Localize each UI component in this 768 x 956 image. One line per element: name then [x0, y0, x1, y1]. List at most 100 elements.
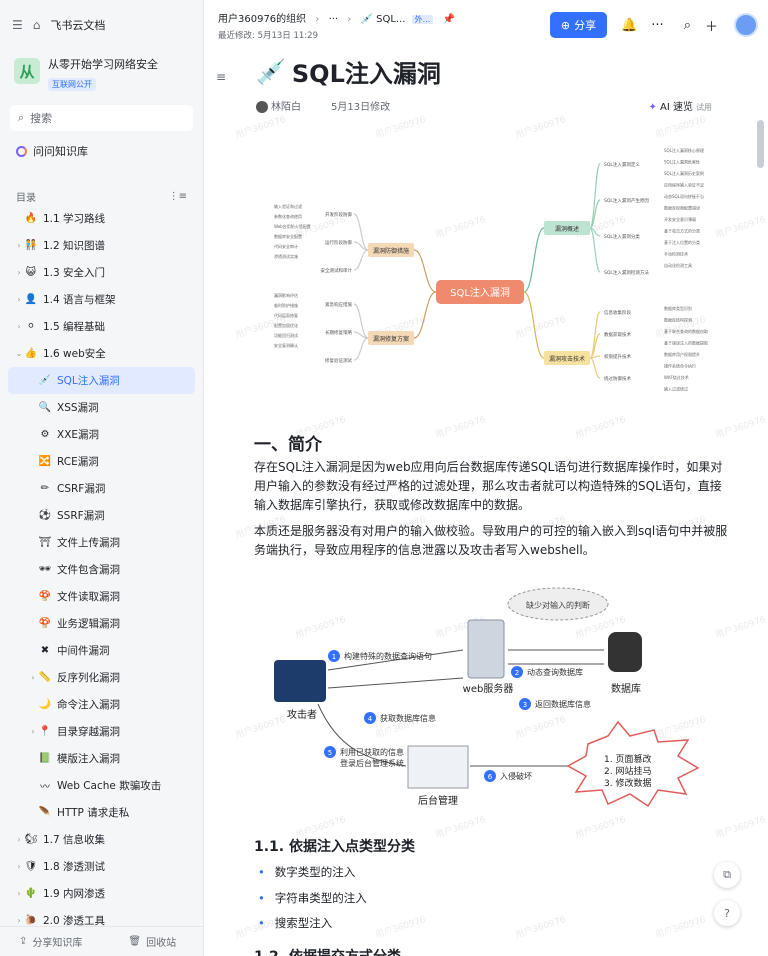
toc-item[interactable]: 🍄业务逻辑漏洞	[0, 610, 203, 637]
breadcrumb-doc[interactable]: SQL...	[376, 13, 406, 25]
mindmap-leaf: 应用程序输入验证不足	[664, 182, 704, 188]
caret-icon[interactable]: ›	[17, 241, 21, 250]
toc-item[interactable]: 🍄文件读取漏洞	[0, 583, 203, 610]
mindmap-branch-box	[544, 221, 590, 235]
bullet-item: 数字类型的注入	[258, 864, 356, 880]
add-icon[interactable]: ＋	[704, 19, 718, 35]
share-kb-button[interactable]: ⇪分享知识库	[0, 934, 102, 949]
collapse-sidebar-icon[interactable]: ☰	[12, 18, 23, 32]
toc-item[interactable]: ⚽SSRF漏洞	[0, 502, 203, 529]
bell-icon[interactable]: 🔔	[621, 17, 638, 33]
breadcrumb-more[interactable]: ···	[328, 13, 339, 25]
toc-item[interactable]: ›🧑‍🤝‍🧑1.2 知识图谱	[0, 232, 203, 259]
toc-item-icon: 🍄	[38, 618, 52, 629]
caret-icon[interactable]: ›	[31, 673, 35, 682]
toc-item-icon: 📏	[38, 672, 52, 683]
workspace-title: 从零开始学习网络安全	[48, 58, 158, 71]
caret-icon[interactable]: ›	[17, 889, 21, 898]
mindmap-branch-box	[544, 351, 590, 365]
toc-item[interactable]: ›🌵1.9 内网渗透	[0, 880, 203, 907]
mindmap-leaf: 动态SQL语句拼接不当	[664, 193, 704, 199]
toc-item[interactable]: 🔀RCE漏洞	[0, 448, 203, 475]
toc-item[interactable]: 🪶HTTP 请求走私	[0, 799, 203, 826]
outline-icon[interactable]: ≡	[216, 70, 227, 84]
bubble-text: 缺少对输入的判断	[526, 600, 590, 610]
toc-item-label: 1.3 安全入门	[43, 267, 106, 279]
toc-item[interactable]: 🕶文件包含漏洞	[0, 556, 203, 583]
author[interactable]: 林陌白	[256, 98, 301, 113]
mindmap-sub: SQL注入漏洞分类	[604, 233, 640, 240]
toc-item-icon: 🐿	[24, 834, 38, 845]
ask-knowledge-base-button[interactable]: 问问知识库	[0, 131, 203, 159]
ai-summary-button[interactable]: ✦ AI 速览试用	[648, 98, 712, 113]
workspace-info[interactable]: 从 从零开始学习网络安全 互联网公开	[0, 50, 203, 97]
mindmap-leaf: 基于攻击方式的分类	[664, 228, 700, 234]
caret-icon[interactable]: ›	[31, 727, 35, 736]
toc-item[interactable]: ✏CSRF漏洞	[0, 475, 203, 502]
caret-icon[interactable]: ›	[17, 862, 21, 871]
toc-item[interactable]: ›😺1.3 安全入门	[0, 259, 203, 286]
toc-item[interactable]: ›🐌 2.0 渗透工具	[0, 907, 203, 926]
topbar: 用户360976的组织 › ··· › 💉 SQL... 外... 📌 最近修改…	[204, 0, 768, 50]
help-icon[interactable]: ?	[714, 900, 740, 926]
mindmap-sub: 长期修复策略	[325, 329, 352, 336]
recycle-button[interactable]: 🗑回收站	[102, 934, 204, 949]
toc-item[interactable]: ✖中间件漏洞	[0, 637, 203, 664]
step-number-badge	[484, 770, 496, 782]
breadcrumb-org[interactable]: 用户360976的组织	[218, 13, 307, 25]
scrollbar[interactable]	[757, 120, 764, 168]
step-number-badge	[364, 712, 376, 724]
watermark-text: 用户360976	[514, 115, 568, 141]
mindmap-edge	[589, 357, 601, 379]
caret-icon[interactable]: ›	[17, 295, 21, 304]
toc-item[interactable]: ⛩文件上传漏洞	[0, 529, 203, 556]
caret-icon[interactable]: ⌄	[15, 349, 23, 358]
avatar[interactable]	[734, 13, 758, 37]
bullet-item: 搜索型注入	[258, 915, 333, 931]
ask-label: 问问知识库	[33, 145, 88, 158]
toc-item-icon: ⚪	[26, 321, 36, 332]
toc-item[interactable]: ⚙XXE漏洞	[0, 421, 203, 448]
database-image	[608, 632, 642, 672]
toc-item[interactable]: 🔥1.1 学习路线	[0, 205, 203, 232]
toc-item-label: 1.2 知识图谱	[43, 240, 106, 252]
toc-item[interactable]: 〰Web Cache 欺骗攻击	[0, 772, 203, 799]
search-icon: ⌕	[18, 111, 25, 124]
breadcrumb-sep: ›	[347, 13, 352, 25]
toc-item[interactable]: ›⚪1.5 编程基础	[0, 313, 203, 340]
web-server-image	[467, 619, 505, 679]
mindmap-root: SQL注入漏洞	[450, 286, 510, 299]
toc-item[interactable]: 🌙命令注入漏洞	[0, 691, 203, 718]
pin-icon[interactable]: 📌	[442, 13, 455, 25]
watermark-text: 用户360976	[654, 115, 708, 141]
toc-item-label: XXE漏洞	[57, 429, 100, 441]
caret-icon[interactable]: ›	[17, 322, 21, 331]
mindmap-sub: 绕过防御技术	[604, 375, 631, 382]
toc-item[interactable]: 💉SQL注入漏洞	[8, 367, 195, 394]
mindmap-leaf: 代码安全审计	[274, 243, 298, 249]
toc-item[interactable]: 🔍XSS漏洞	[0, 394, 203, 421]
caret-icon[interactable]: ›	[17, 835, 21, 844]
toc-item-icon: 🐌	[24, 915, 38, 926]
copy-doc-icon[interactable]: ⧉	[714, 862, 740, 888]
toc-item-label: 2.0 渗透工具	[43, 915, 106, 926]
more-icon[interactable]: ···	[651, 17, 664, 33]
toc-item[interactable]: ›📍目录穿越漏洞	[0, 718, 203, 745]
toc-item[interactable]: ›📏反序列化漏洞	[0, 664, 203, 691]
mindmap-sub: SQL注入漏洞检测方法	[604, 269, 649, 276]
toc-item[interactable]: ⌄👍1.6 web安全	[0, 340, 203, 367]
toc-item[interactable]: ›🐿1.7 信息收集	[0, 826, 203, 853]
caret-icon[interactable]: ›	[17, 268, 21, 277]
search-icon[interactable]: ⌕	[683, 17, 691, 33]
toc-item[interactable]: 📗模版注入漏洞	[0, 745, 203, 772]
search-input[interactable]: ⌕ 搜索	[10, 105, 193, 131]
share-button[interactable]: ⊕ 分享	[549, 12, 608, 38]
step-number-badge	[328, 650, 340, 662]
caret-icon[interactable]: ›	[17, 916, 21, 925]
toc-item[interactable]: ›🛡1.8 渗透测试	[0, 853, 203, 880]
home-icon[interactable]: ⌂	[32, 18, 41, 32]
toc-options-icon[interactable]: ⋮≡	[168, 191, 187, 202]
app-name[interactable]: 飞书云文档	[50, 19, 106, 32]
mindmap-leaf: 手动检测技术	[664, 251, 688, 257]
toc-item[interactable]: ›👤1.4 语言与框架	[0, 286, 203, 313]
